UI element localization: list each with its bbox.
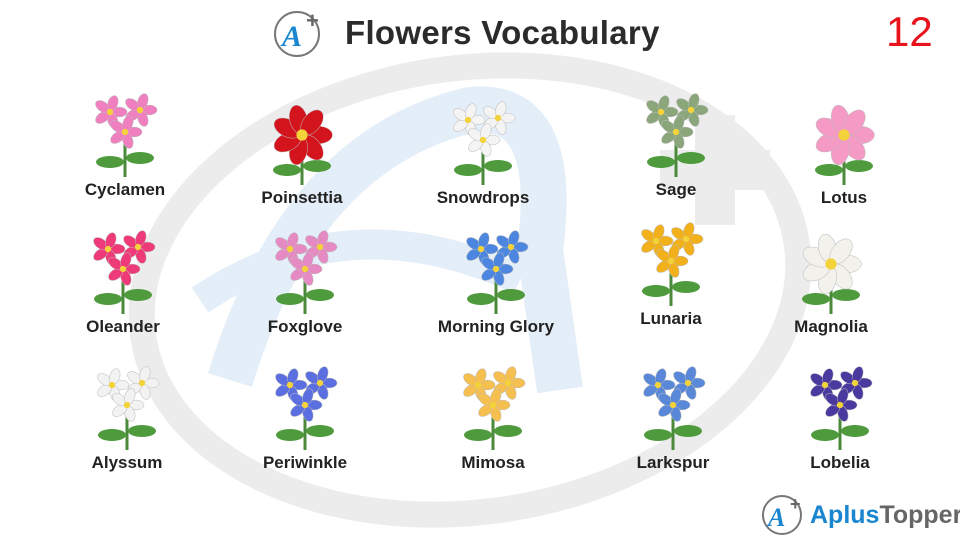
lunaria-image: [641, 222, 704, 306]
periwinkle-image: [275, 366, 338, 450]
magnolia-image: [802, 233, 862, 314]
snowdrops-label: Snowdrops: [436, 188, 530, 207]
cyclamen-label: Cyclamen: [84, 180, 166, 199]
page-number: 12: [886, 8, 933, 55]
magnolia-label: Magnolia: [794, 317, 868, 336]
periwinkle-label: Periwinkle: [262, 453, 348, 472]
larkspur-image: [643, 366, 706, 450]
brand-part1: Aplus: [810, 501, 880, 529]
svg-text:A: A: [766, 503, 785, 532]
sage-image: [646, 93, 709, 177]
lotus-image: [815, 104, 875, 185]
alyssum-label: Alyssum: [91, 453, 163, 472]
mimosa-image: [463, 366, 526, 450]
snowdrops-image: [453, 101, 516, 185]
alyssum-image: [97, 366, 160, 450]
aplus-logo-icon: A +: [274, 8, 320, 57]
mimosa-label: Mimosa: [461, 453, 525, 472]
aplus-footer-logo-icon: A +: [762, 494, 802, 535]
page-title: Flowers Vocabulary: [345, 14, 660, 51]
foxglove-image: [275, 230, 338, 314]
oleander-label: Oleander: [86, 317, 160, 336]
svg-text:A: A: [280, 20, 302, 53]
poinsettia-label: Poinsettia: [261, 188, 343, 207]
brand-part2: Topper: [879, 501, 960, 529]
morning-glory-label: Morning Glory: [437, 317, 555, 336]
svg-text:+: +: [306, 8, 319, 33]
cyclamen-image: [95, 93, 158, 177]
brand-name: AplusTopper: [810, 501, 960, 530]
lotus-label: Lotus: [820, 188, 868, 207]
oleander-image: [93, 230, 156, 314]
poinsettia-image: [273, 104, 333, 185]
morning-glory-image: [466, 230, 529, 314]
lobelia-image: [810, 366, 873, 450]
sage-label: Sage: [655, 180, 697, 199]
foxglove-label: Foxglove: [267, 317, 343, 336]
lunaria-label: Lunaria: [640, 309, 702, 328]
larkspur-label: Larkspur: [636, 453, 710, 472]
lobelia-label: Lobelia: [810, 453, 870, 472]
svg-text:+: +: [790, 494, 801, 514]
